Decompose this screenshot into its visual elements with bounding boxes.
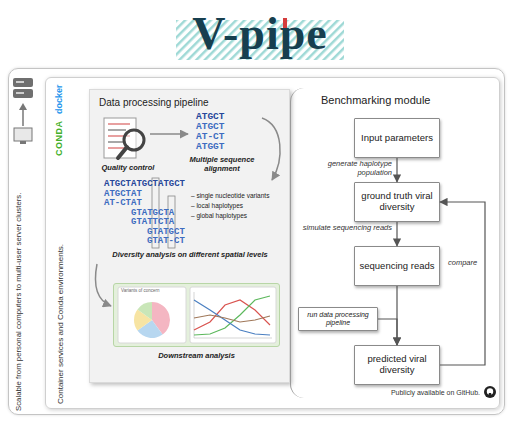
process-box: Input parameters bbox=[354, 118, 440, 158]
server-icon bbox=[13, 78, 33, 87]
outer-frame: Scalable from personal computers to mult… bbox=[8, 68, 505, 415]
footnote: Publicly available on GitHub. bbox=[368, 389, 480, 397]
pipeline-panel: Data processing pipelineVariants of conc… bbox=[89, 89, 290, 383]
server-icon bbox=[13, 78, 33, 98]
box-label: Input parameters bbox=[358, 133, 436, 144]
process-box: ground truth viral diversity bbox=[354, 182, 440, 222]
process-box: predicted viral diversity bbox=[354, 345, 440, 385]
sequence-text: ATGCTATGCTATGCT bbox=[104, 180, 185, 189]
step-caption: Quality control bbox=[96, 164, 160, 173]
inner-frame: Container services and Conda environment… bbox=[45, 77, 500, 409]
sequence-text: GTAT-CT bbox=[147, 237, 185, 246]
computer-icon bbox=[20, 141, 26, 144]
server-icon bbox=[16, 92, 24, 94]
box-label: predicted viral diversity bbox=[355, 354, 439, 376]
logo-text: docker bbox=[54, 80, 64, 114]
flow-connector bbox=[440, 202, 485, 365]
sequence-text: AT-CT bbox=[196, 132, 225, 142]
github-icon bbox=[484, 386, 496, 398]
sequence-text: ATGGT bbox=[196, 142, 225, 152]
panel-title: Data processing pipeline bbox=[99, 97, 209, 109]
flow-connector bbox=[396, 158, 397, 182]
sequence-text: GTATGCT bbox=[147, 228, 185, 237]
box-label: run data processing pipeline bbox=[299, 311, 377, 327]
downstream-panel: Variants of concernDownstream analysis bbox=[113, 283, 280, 347]
panel-title: Benchmarking module bbox=[321, 94, 430, 107]
box-label: ground truth viral diversity bbox=[355, 191, 439, 213]
logo-title: V-pipe bbox=[0, 8, 520, 61]
server-icon bbox=[13, 89, 33, 98]
sequence-text: GTATGCTA bbox=[131, 209, 174, 218]
server-icon bbox=[16, 81, 24, 83]
github-icon bbox=[489, 393, 491, 397]
github-icon bbox=[487, 388, 493, 394]
side-caption: Container services and Conda environment… bbox=[56, 160, 65, 404]
sequence-text: ATGCT bbox=[196, 122, 225, 132]
github-icon bbox=[484, 386, 496, 398]
scale-arrow bbox=[19, 103, 27, 110]
process-box: run data processing pipeline bbox=[298, 307, 378, 331]
computer-icon bbox=[14, 128, 32, 144]
scale-arrow bbox=[22, 106, 24, 126]
edge-label: simulate sequencing reads bbox=[298, 224, 392, 233]
sequence-text: ATGCT bbox=[196, 112, 225, 122]
benchmark-module: Benchmarking moduleInput parameters groun… bbox=[290, 88, 498, 398]
bullet-text: – local haplotypes bbox=[191, 202, 243, 209]
flow-connector bbox=[378, 319, 397, 345]
flow-connector bbox=[396, 286, 397, 345]
bullet-text: – single nucleotide variants bbox=[191, 192, 269, 199]
side-caption: Scalable from personal computers to mult… bbox=[15, 147, 24, 411]
logo-text: CONDA bbox=[54, 116, 64, 156]
edge-label: generate haplotype population bbox=[298, 160, 392, 177]
scale-arrow bbox=[19, 103, 27, 126]
chart-title: Variants of concern bbox=[121, 288, 159, 293]
flow-connector bbox=[396, 222, 397, 246]
step-caption: Multiple sequence alignment bbox=[176, 156, 268, 173]
box-label: sequencing reads bbox=[357, 261, 438, 272]
process-box: sequencing reads bbox=[354, 246, 440, 286]
computer-icon bbox=[14, 128, 32, 141]
sequence-text: ATGCTAT bbox=[104, 190, 142, 199]
sequence-text: AT-CTAT bbox=[104, 199, 142, 208]
panel-caption: Downstream analysis bbox=[114, 352, 279, 361]
edge-label: compare bbox=[448, 259, 477, 268]
sequence-text: GTATTCTA bbox=[131, 218, 174, 227]
step-caption: Diversity analysis on different spatial … bbox=[92, 251, 288, 260]
bullet-text: – global haplotypes bbox=[191, 212, 247, 219]
